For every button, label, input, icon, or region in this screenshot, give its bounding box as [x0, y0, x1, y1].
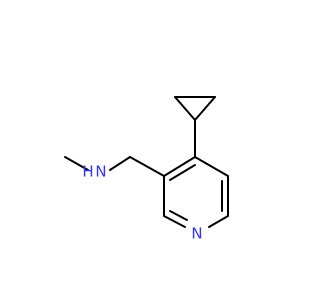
- amine-hydrogen-label: H: [82, 163, 93, 181]
- amine-methyl-bond: [64, 156, 89, 171]
- bonds: [64, 96, 229, 228]
- ring-nitrogen-label: N: [191, 225, 202, 243]
- pyridine-bond-c6-n1: [208, 215, 229, 228]
- ring-methylene-bond: [129, 156, 165, 177]
- pyridine-bond-c4-c5: [194, 156, 229, 177]
- methylene-amine-bond: [109, 156, 131, 171]
- amine-nitrogen-label: N: [95, 163, 106, 181]
- pyridine-bond-n1-c2: [163, 215, 186, 228]
- pyridine-bond-c3-c4-inner: [169, 164, 196, 181]
- atom-labels: N N H: [82, 163, 202, 243]
- pyridine-bond-c3-c4: [163, 156, 196, 177]
- chemical-structure: N N H: [64, 96, 229, 243]
- pyridine-bond-n1-c2-inner: [169, 210, 188, 221]
- cyclopropyl-bond-3: [194, 96, 216, 121]
- cyclopropyl-bond-2: [174, 96, 196, 121]
